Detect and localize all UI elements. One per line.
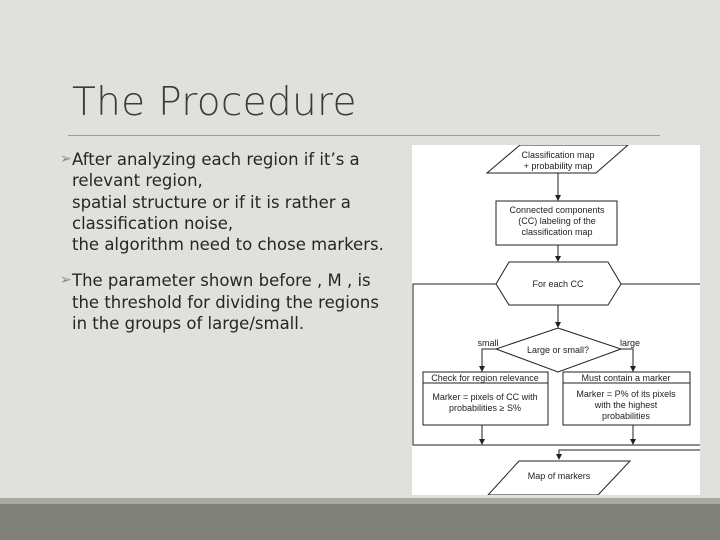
cc-label: Connected components [509,205,605,215]
small-label: small [477,338,498,348]
large-branch-box [562,371,691,426]
flowchart-figure: Classification map + probability map Con… [412,144,700,496]
bullet-line: the algorithm need to chose markers. [72,235,384,255]
bullet-line: The parameter shown before , M , is [72,271,371,291]
footer-strip [0,498,720,504]
footer-band [0,504,720,540]
large-box-header: Must contain a marker [581,373,670,383]
large-label: large [620,338,640,348]
bullet-line: spatial structure or if it is rather a [72,192,351,212]
large-box-text: with the highest [594,400,658,410]
bullet-2: ➢ The parameter shown before , M , is th… [60,270,395,334]
bullet-line: classification noise, [72,213,234,233]
small-branch-box [422,371,549,426]
slide-title: The Procedure [72,80,357,125]
arrowhead-bullet-icon: ➢ [60,151,72,167]
small-box-text: Marker = pixels of CC with [432,392,537,402]
input-label: + probability map [524,161,593,171]
small-box-header: Check for region relevance [431,373,539,383]
bullet-line: the threshold for dividing the regions [72,292,379,312]
large-box-text: probabilities [602,411,651,421]
decision-diamond [494,327,623,373]
arrowhead-bullet-icon: ➢ [60,272,72,289]
bullet-line: After analyzing each region if it’s a [72,150,360,169]
input-label: Classification map [521,150,594,160]
output-label: Map of markers [528,471,591,481]
cc-label: (CC) labeling of the [518,216,596,226]
bullet-1: ➢ After analyzing each region if it’s a … [60,149,395,255]
cc-label: classification map [521,227,592,237]
input-parallelogram [485,144,630,174]
flowchart: Classification map + probability map Con… [412,144,700,496]
decision-label: Large or small? [527,345,589,355]
loop-label: For each CC [532,279,584,289]
slide-body: ➢ After analyzing each region if it’s a … [60,149,395,349]
small-box-text: probabilities ≥ S% [449,403,521,413]
bullet-line: relevant region, [72,171,203,191]
cc-labeling-box [495,200,618,246]
large-box-text: Marker = P% of its pixels [576,389,676,399]
title-divider [68,135,660,136]
bullet-line: in the groups of large/small. [72,314,305,334]
